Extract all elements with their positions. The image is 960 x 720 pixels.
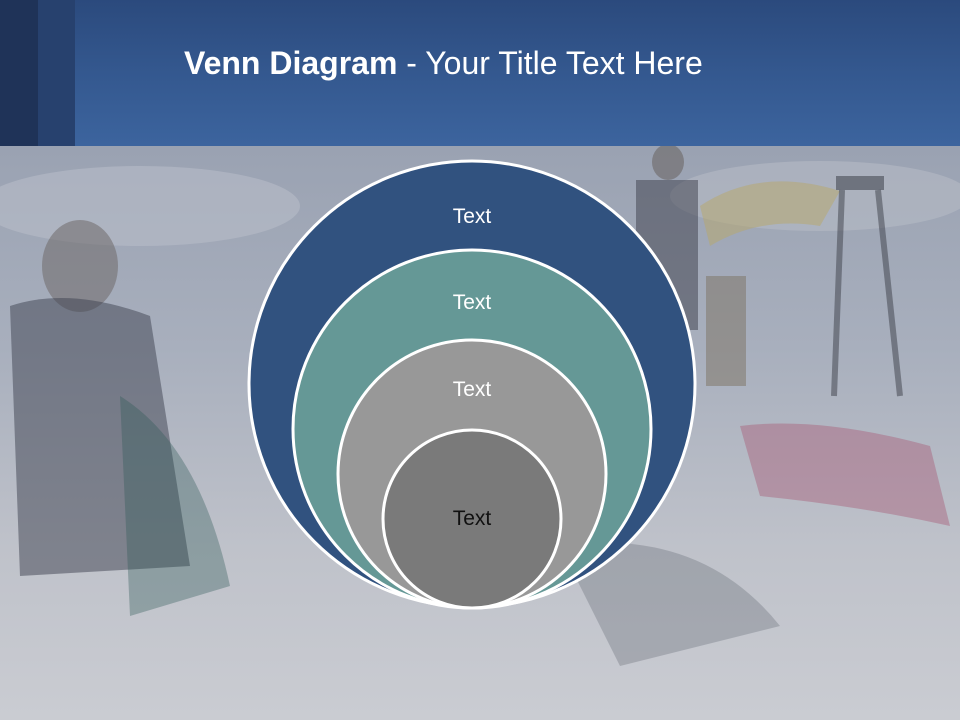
third-circle-label: Text [452,378,492,401]
header-band [0,0,960,146]
outer-circle-label: Text [452,205,492,228]
second-circle-label: Text [452,291,492,314]
slide-title-rest: - Your Title Text Here [397,45,703,81]
header-accent-stripe [0,0,38,146]
slide-title-bold: Venn Diagram [184,45,398,81]
inner-circle-label: Text [452,507,492,530]
inner-circle[interactable] [381,428,563,610]
slide-title[interactable]: Venn Diagram - Your Title Text Here [184,40,703,86]
background-photo-figures [0,144,960,666]
header-accent-stripe-secondary [38,0,75,146]
